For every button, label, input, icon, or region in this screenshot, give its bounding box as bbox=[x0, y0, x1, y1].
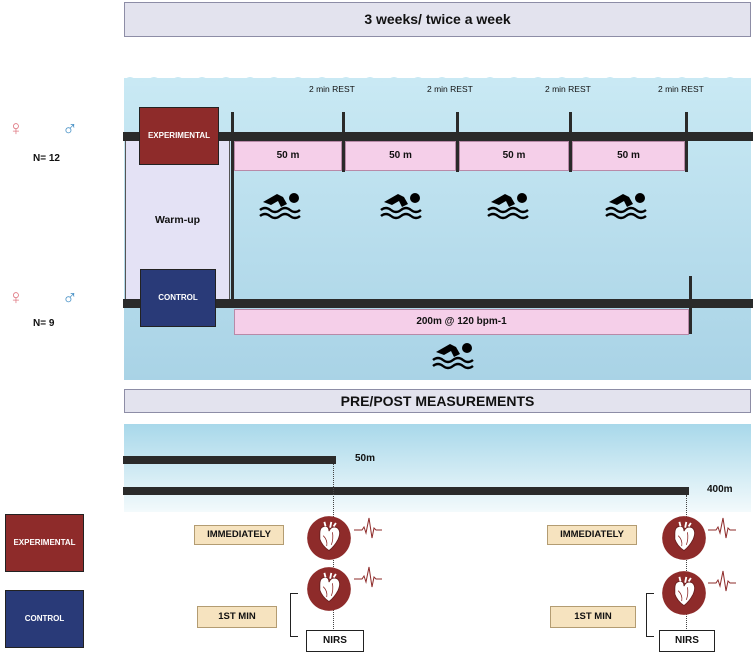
test-lane-400m bbox=[123, 487, 689, 495]
protocol-title-banner: 3 weeks/ twice a week bbox=[124, 2, 751, 37]
measurements-banner: PRE/POST MEASUREMENTS bbox=[124, 389, 751, 413]
nirs-box: NIRS bbox=[659, 630, 715, 652]
segment-50m: 50 m bbox=[572, 141, 685, 171]
measurements-title: PRE/POST MEASUREMENTS bbox=[340, 393, 535, 409]
ecg-icon bbox=[707, 515, 737, 541]
first-min-tag: 1ST MIN bbox=[197, 606, 277, 628]
control-lane bbox=[123, 299, 753, 308]
swimmer-icon bbox=[257, 188, 305, 220]
lane-400m-label: 400m bbox=[707, 484, 733, 495]
heart-icon bbox=[661, 515, 707, 561]
first-min-tag: 1ST MIN bbox=[550, 606, 636, 628]
swimmer-icon bbox=[378, 188, 426, 220]
immediately-tag: IMMEDIATELY bbox=[547, 525, 637, 545]
test-lane-50m bbox=[123, 456, 336, 464]
start-wall bbox=[231, 112, 234, 302]
lap-marker bbox=[569, 112, 572, 172]
control-legend-box: CONTROL bbox=[5, 590, 84, 648]
lap-marker bbox=[342, 112, 345, 172]
segment-50m: 50 m bbox=[345, 141, 456, 171]
lap-marker bbox=[685, 112, 688, 172]
warmup-label: Warm-up bbox=[154, 214, 201, 226]
bracket bbox=[290, 593, 298, 637]
heart-icon bbox=[306, 515, 352, 561]
experimental-lane bbox=[123, 132, 753, 141]
swimmer-icon bbox=[430, 338, 478, 370]
control-segment: 200m @ 120 bpm-1 bbox=[234, 309, 689, 335]
male-symbol-icon: ♂ bbox=[62, 286, 78, 309]
lane-50m-label: 50m bbox=[355, 453, 376, 464]
ecg-icon bbox=[707, 568, 737, 594]
immediately-tag: IMMEDIATELY bbox=[194, 525, 284, 545]
lap-marker bbox=[456, 112, 459, 172]
bracket bbox=[646, 593, 654, 637]
control-n-label: N= 9 bbox=[33, 318, 55, 329]
swimmer-icon bbox=[603, 188, 651, 220]
male-symbol-icon: ♂ bbox=[62, 117, 78, 140]
rest-label: 2 min REST bbox=[658, 84, 704, 94]
experimental-legend-box: EXPERIMENTAL bbox=[5, 514, 84, 572]
heart-icon bbox=[661, 570, 707, 616]
rest-label: 2 min REST bbox=[545, 84, 591, 94]
ecg-icon bbox=[353, 564, 383, 590]
female-symbol-icon: ♀ bbox=[8, 117, 24, 140]
nirs-box: NIRS bbox=[306, 630, 364, 652]
connector-400m bbox=[686, 495, 687, 629]
female-symbol-icon: ♀ bbox=[8, 286, 24, 309]
segment-50m: 50 m bbox=[234, 141, 342, 171]
ecg-icon bbox=[353, 515, 383, 541]
pool-measurement bbox=[124, 424, 751, 512]
rest-label: 2 min REST bbox=[309, 84, 355, 94]
swimmer-icon bbox=[485, 188, 533, 220]
finish-wall bbox=[689, 276, 692, 334]
rest-label: 2 min REST bbox=[427, 84, 473, 94]
control-group-box: CONTROL bbox=[140, 269, 216, 327]
heart-icon bbox=[306, 566, 352, 612]
experimental-n-label: N= 12 bbox=[33, 153, 60, 164]
segment-50m: 50 m bbox=[459, 141, 569, 171]
experimental-group-box: EXPERIMENTAL bbox=[139, 107, 219, 165]
protocol-title: 3 weeks/ twice a week bbox=[364, 11, 511, 27]
